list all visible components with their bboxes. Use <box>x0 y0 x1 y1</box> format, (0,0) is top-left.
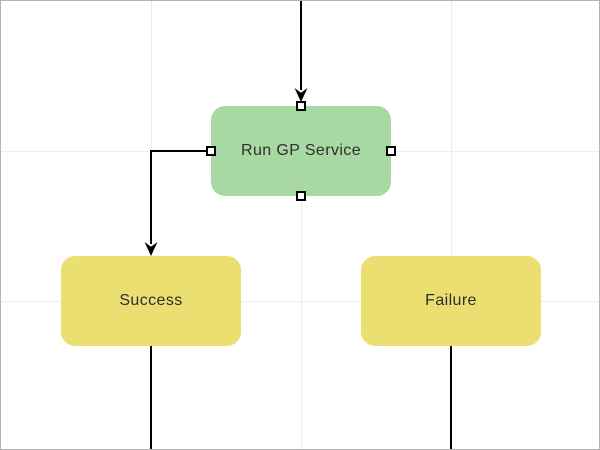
selection-handle-bottom[interactable] <box>296 191 306 201</box>
node-run-gp-service-label: Run GP Service <box>240 142 362 159</box>
node-success[interactable]: Success <box>61 256 241 346</box>
selection-handle-left[interactable] <box>206 146 216 156</box>
node-run-gp-service[interactable]: Run GP Service <box>211 106 391 196</box>
node-failure-label: Failure <box>425 292 477 309</box>
arrowhead-into-success <box>144 242 158 256</box>
node-success-label: Success <box>119 292 183 309</box>
gridline-vertical <box>301 1 302 449</box>
gridline-vertical <box>451 1 452 449</box>
selection-handle-right[interactable] <box>386 146 396 156</box>
node-failure[interactable]: Failure <box>361 256 541 346</box>
connector-run-gp-to-success[interactable] <box>150 150 207 244</box>
selection-handle-top[interactable] <box>296 101 306 111</box>
arrowhead-into-run-gp-service <box>294 88 308 102</box>
gridline-horizontal <box>1 301 599 302</box>
